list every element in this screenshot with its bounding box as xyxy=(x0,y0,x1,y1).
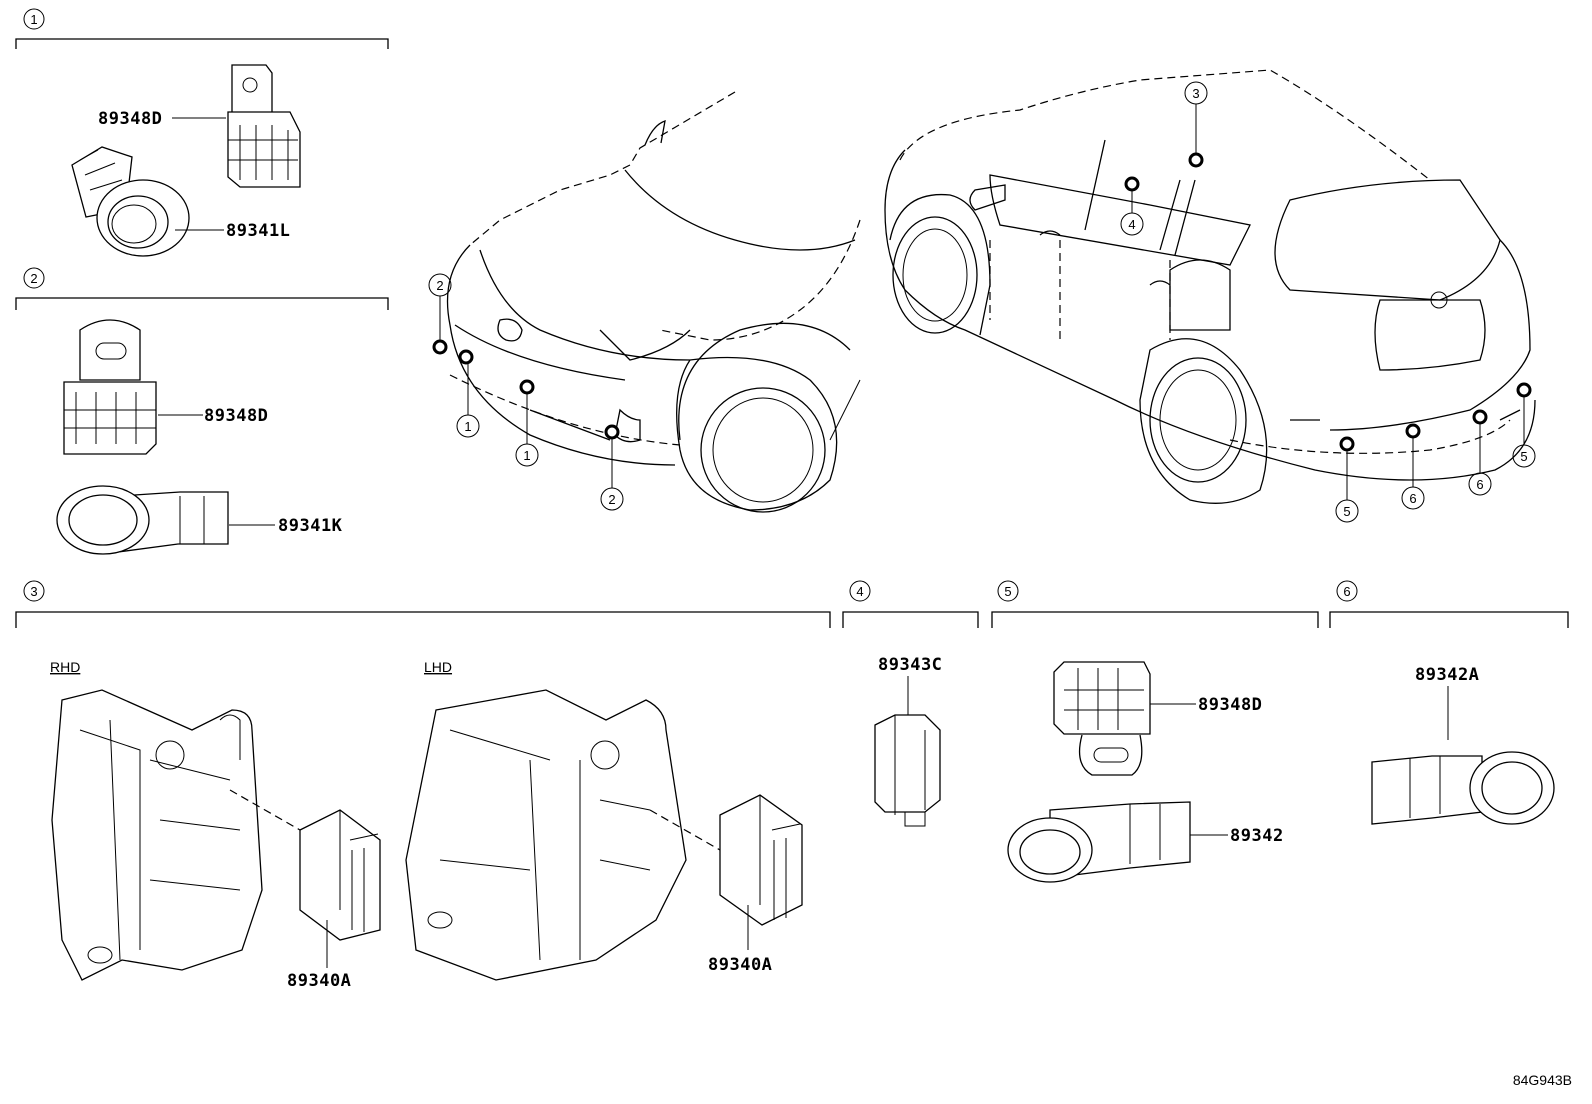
bracket-icon xyxy=(227,64,301,188)
part-89343c: 89343C xyxy=(878,655,942,675)
bracket-icon xyxy=(63,319,157,455)
rear-callout-5b: 5 xyxy=(1520,449,1527,464)
group-1-label: 1 xyxy=(30,12,37,27)
part-89340a-rhd: 89340A xyxy=(287,971,351,991)
part-89340a-lhd: 89340A xyxy=(708,955,772,975)
part-89348d-3: 89348D xyxy=(1198,695,1262,715)
group-6: 6 89342A xyxy=(1329,580,1569,825)
sensor-icon xyxy=(56,485,229,555)
mounting-bracket-icon xyxy=(405,689,687,981)
part-89348d-2: 89348D xyxy=(204,406,268,426)
control-module-icon xyxy=(719,794,803,926)
rear-callout-6b: 6 xyxy=(1476,477,1483,492)
rear-callout-3: 3 xyxy=(1192,86,1199,101)
part-89341k: 89341K xyxy=(278,516,343,536)
group-3: 3 RHD LHD 89340A xyxy=(15,580,831,991)
group-5-label: 5 xyxy=(1004,584,1011,599)
group-2: 2 89348D 89341K xyxy=(15,267,389,555)
control-module-icon xyxy=(299,809,381,941)
sensor-icon xyxy=(1371,751,1555,825)
front-callout-2: 1 xyxy=(464,419,471,434)
group-4-label: 4 xyxy=(856,584,863,599)
part-89342a: 89342A xyxy=(1415,665,1479,685)
group-4: 4 89343C xyxy=(842,580,979,827)
front-car-illustration: 2 1 1 2 xyxy=(428,91,861,513)
rear-callout-6a: 6 xyxy=(1409,491,1416,506)
group-5: 5 89348D 89342 xyxy=(991,580,1319,883)
part-89342: 89342 xyxy=(1230,826,1284,846)
group-3-label: 3 xyxy=(30,584,37,599)
rear-callout-4: 4 xyxy=(1128,217,1135,232)
front-callout-1: 2 xyxy=(436,278,443,293)
rear-car-illustration: 3 4 5 6 6 5 xyxy=(884,69,1536,523)
group-6-label: 6 xyxy=(1343,584,1350,599)
lhd-label: LHD xyxy=(424,659,452,675)
mounting-bracket-icon xyxy=(51,689,263,981)
sensor-icon xyxy=(71,146,190,257)
part-89341l: 89341L xyxy=(226,221,290,241)
front-callout-4: 2 xyxy=(608,492,615,507)
bracket-icon xyxy=(1053,661,1151,776)
sensor-icon xyxy=(874,714,941,827)
sensor-icon xyxy=(1007,801,1191,883)
diagram-code: 84G943B xyxy=(1513,1072,1572,1088)
part-89348d: 89348D xyxy=(98,109,162,129)
front-callout-3: 1 xyxy=(523,448,530,463)
rhd-label: RHD xyxy=(50,659,80,675)
rear-callout-5a: 5 xyxy=(1343,504,1350,519)
group-1: 1 89348D 89341L xyxy=(15,8,389,257)
group-2-label: 2 xyxy=(30,271,37,286)
